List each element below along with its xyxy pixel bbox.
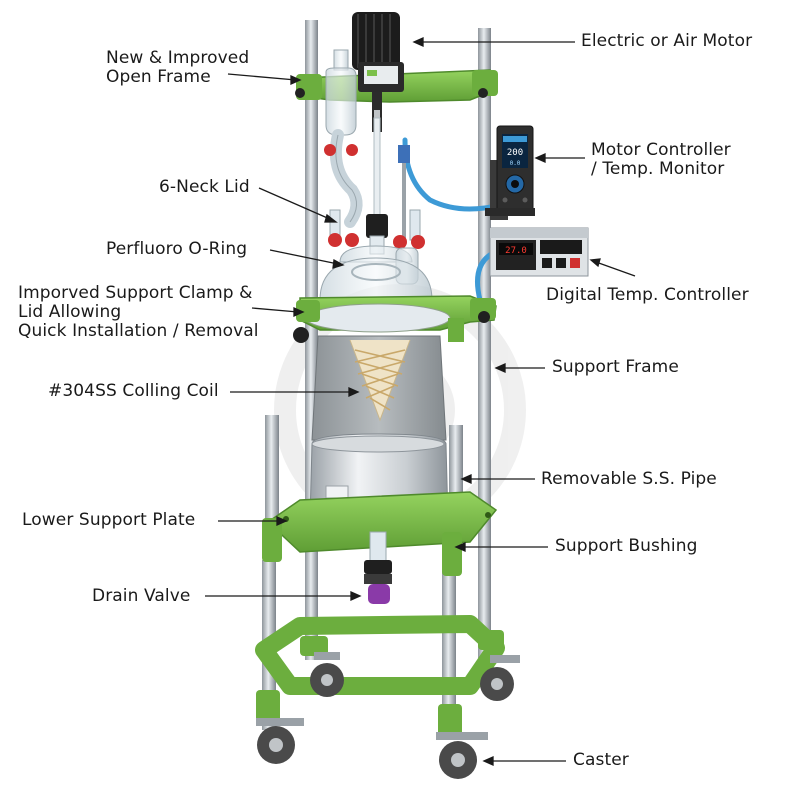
label-line: / Temp. Monitor: [591, 159, 725, 179]
six-neck-lid: [319, 209, 433, 301]
label-temp-controller: Digital Temp. Controller: [546, 286, 749, 305]
motor: [352, 12, 404, 150]
label-motor: Electric or Air Motor: [581, 32, 752, 51]
motor-controller-temp: 0.0: [510, 160, 521, 167]
temperature-probe: [398, 145, 410, 243]
label-line: Support Bushing: [555, 536, 698, 556]
label-line: Support Frame: [552, 357, 679, 377]
label-line: Removable S.S. Pipe: [541, 469, 717, 489]
drain-valve: [364, 531, 392, 604]
label-line: Caster: [573, 750, 629, 770]
label-line: Motor Controller: [591, 140, 731, 160]
label-caster: Caster: [573, 751, 629, 770]
label-drain-valve: Drain Valve: [92, 587, 190, 606]
label-line: Lower Support Plate: [22, 510, 196, 530]
label-line: Open Frame: [106, 67, 211, 87]
label-lower-plate: Lower Support Plate: [22, 511, 195, 530]
label-support-frame: Support Frame: [552, 358, 679, 377]
label-line: Drain Valve: [92, 586, 191, 606]
lower-support-plate: [262, 491, 498, 576]
label-line: Perfluoro O-Ring: [106, 239, 248, 259]
casters: [256, 652, 520, 779]
label-o-ring: Perfluoro O-Ring: [106, 240, 247, 259]
label-line: New & Improved: [106, 48, 250, 68]
label-line: #304SS Colling Coil: [48, 381, 219, 401]
label-line: 6-Neck Lid: [159, 177, 250, 197]
support-clamp: [293, 295, 497, 343]
label-support-bushing: Support Bushing: [555, 537, 697, 556]
label-line: Electric or Air Motor: [581, 31, 753, 51]
label-line: Lid Allowing: [18, 302, 122, 322]
digital-temp-controller: [489, 227, 589, 277]
label-six-neck-lid: 6-Neck Lid: [159, 178, 250, 197]
label-motor-controller: Motor Controller / Temp. Monitor: [591, 141, 731, 179]
motor-controller: [485, 125, 535, 220]
controller-readouts: 200 0.0 27.0: [505, 148, 527, 256]
leader-lines: [205, 36, 636, 767]
motor-controller-speed: 200: [507, 148, 523, 158]
bottom-base: [255, 615, 505, 740]
label-support-clamp: Imporved Support Clamp & Lid Allowing Qu…: [18, 284, 259, 341]
label-line: Quick Installation / Removal: [18, 321, 259, 341]
label-removable-pipe: Removable S.S. Pipe: [541, 470, 717, 489]
condenser: [324, 49, 381, 249]
label-open-frame: New & Improved Open Frame: [106, 49, 249, 87]
label-line: Digital Temp. Controller: [546, 285, 749, 305]
label-cooling-coil: #304SS Colling Coil: [48, 382, 219, 401]
temp-controller-reading: 27.0: [505, 246, 527, 256]
label-line: Imporved Support Clamp &: [18, 283, 253, 303]
